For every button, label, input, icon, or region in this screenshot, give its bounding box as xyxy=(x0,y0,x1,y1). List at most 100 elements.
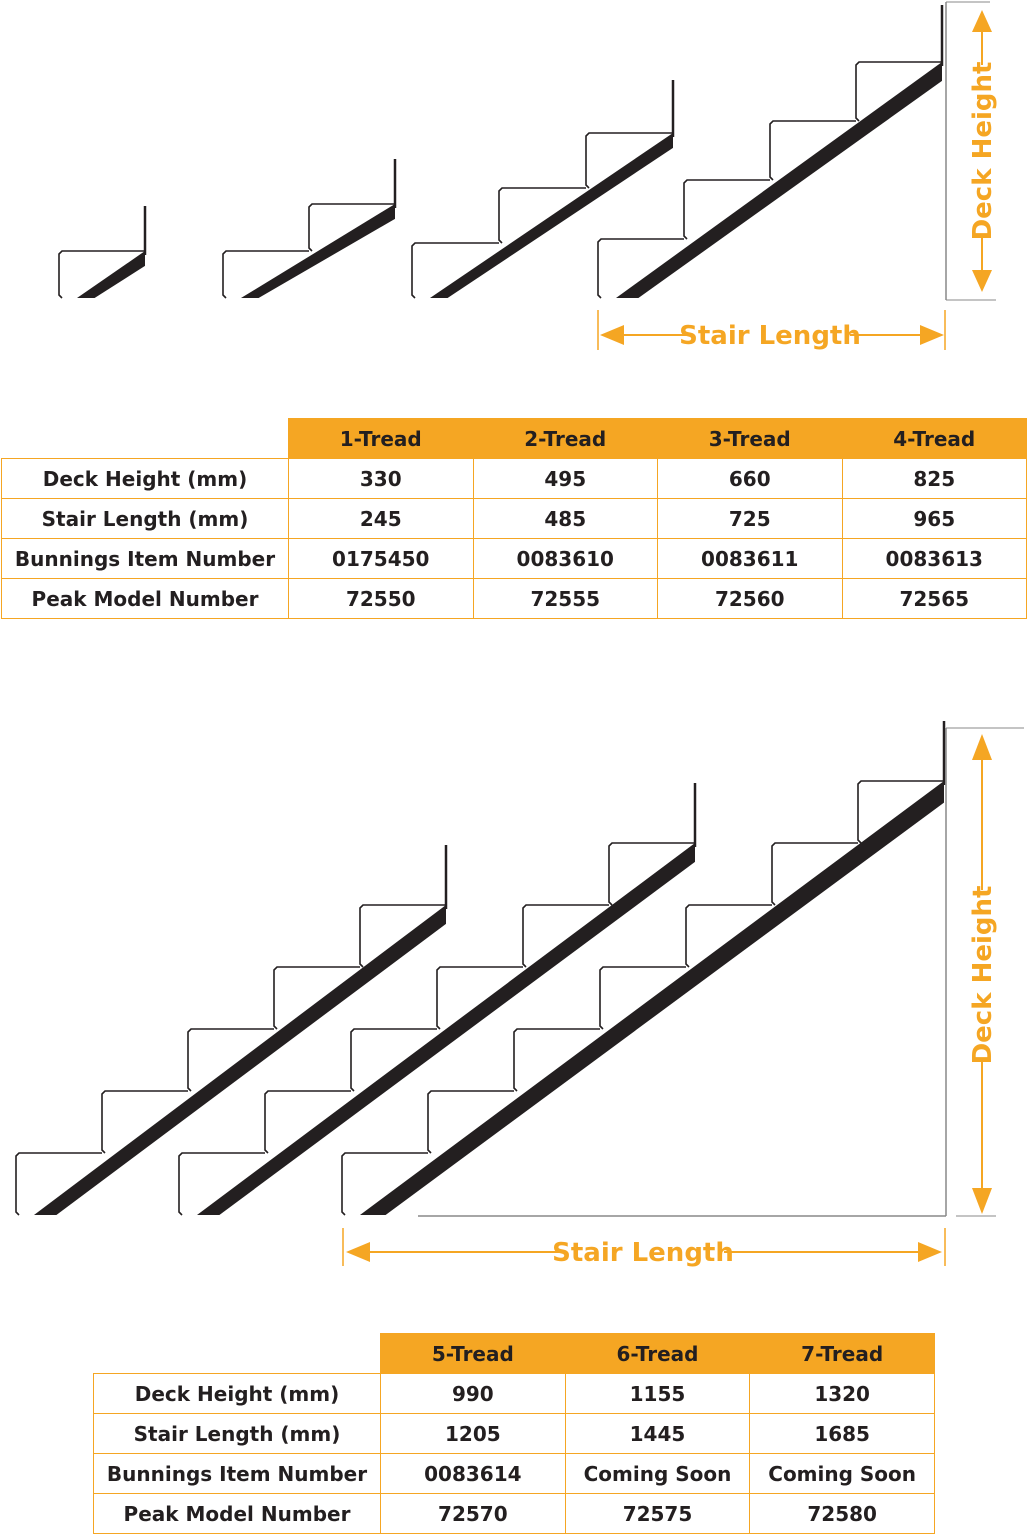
stair-length-label: Stair Length xyxy=(679,321,861,351)
row-label: Peak Model Number xyxy=(1,578,289,619)
column-header: 6-Tread xyxy=(564,1333,751,1374)
tread-outline xyxy=(264,1090,351,1154)
table-row: Deck Height (mm) 990 1155 1320 xyxy=(93,1373,935,1414)
column-header: 3-Tread xyxy=(657,418,843,459)
5-tread-stringer xyxy=(15,845,448,1216)
arrow-down-icon xyxy=(972,270,992,292)
table-cell: 72570 xyxy=(380,1493,566,1534)
arrow-right-icon xyxy=(918,1242,942,1262)
stair-diagram-1-to-4-tread: Deck Height Stair Length xyxy=(58,1,998,351)
table-cell: 990 xyxy=(380,1373,566,1414)
column-header: 2-Tread xyxy=(472,418,658,459)
tread-outline xyxy=(411,242,499,299)
tread-outline xyxy=(855,61,942,122)
table-corner xyxy=(93,1333,381,1374)
tread-outline xyxy=(222,250,309,299)
table-cell: 1320 xyxy=(749,1373,935,1414)
table-cell: Coming Soon xyxy=(749,1453,935,1494)
table-cell: 0083610 xyxy=(472,538,658,579)
tread-outline xyxy=(685,904,772,968)
column-header: 4-Tread xyxy=(841,418,1027,459)
table-row: Deck Height (mm) 330 495 660 825 xyxy=(1,458,1027,499)
table-cell: 72580 xyxy=(749,1493,935,1534)
table-cell: 1685 xyxy=(749,1413,935,1454)
table-cell: 725 xyxy=(657,498,843,539)
stair-length-label: Stair Length xyxy=(552,1238,734,1268)
tread-outline xyxy=(585,132,673,189)
tread-outline xyxy=(498,187,586,244)
tread-outline xyxy=(857,780,944,844)
table-cell: 330 xyxy=(288,458,474,499)
stringer-band xyxy=(360,781,944,1215)
stair-stringers-group xyxy=(15,721,946,1216)
column-header: 5-Tread xyxy=(380,1333,566,1374)
tread-outline xyxy=(350,1028,437,1092)
arrow-down-icon xyxy=(972,1188,992,1214)
tread-outline xyxy=(522,904,609,968)
table-cell: Coming Soon xyxy=(564,1453,751,1494)
tread-outline xyxy=(273,966,360,1030)
tread-outline xyxy=(178,1152,265,1216)
table-row: Bunnings Item Number 0083614 Coming Soon… xyxy=(93,1453,935,1494)
table-cell: 72555 xyxy=(472,578,658,619)
table-cell: 965 xyxy=(841,498,1027,539)
column-header: 1-Tread xyxy=(288,418,474,459)
row-label: Deck Height (mm) xyxy=(1,458,289,499)
table-cell: 1445 xyxy=(564,1413,751,1454)
table-row: Bunnings Item Number 0175450 0083610 008… xyxy=(1,538,1027,579)
column-header: 7-Tread xyxy=(749,1333,935,1374)
tread-outline xyxy=(101,1090,188,1154)
table-cell: 72550 xyxy=(288,578,474,619)
row-label: Peak Model Number xyxy=(93,1493,381,1534)
table-cell: 72560 xyxy=(657,578,843,619)
tread-outline xyxy=(436,966,523,1030)
table-cell: 72565 xyxy=(841,578,1027,619)
stair-length-dimension: Stair Length xyxy=(597,310,946,351)
tread-outline xyxy=(15,1152,102,1216)
deck-height-dimension: Deck Height xyxy=(418,727,1024,1217)
table-cell: 660 xyxy=(657,458,843,499)
row-label: Stair Length (mm) xyxy=(1,498,289,539)
stringer-band xyxy=(77,251,145,298)
deck-height-label: Deck Height xyxy=(968,886,998,1065)
table-cell: 0083613 xyxy=(841,538,1027,579)
stair-diagram-5-to-7-tread: Deck Height Stair Length xyxy=(15,721,1024,1268)
tread-outline xyxy=(599,966,686,1030)
stair-length-dimension: Stair Length xyxy=(342,1228,946,1268)
table-header-row: 5-Tread 6-Tread 7-Tread xyxy=(93,1333,935,1374)
row-label: Bunnings Item Number xyxy=(93,1453,381,1494)
table-row: Peak Model Number 72550 72555 72560 7256… xyxy=(1,578,1027,619)
arrow-up-icon xyxy=(972,10,992,32)
row-label: Bunnings Item Number xyxy=(1,538,289,579)
table-cell: 245 xyxy=(288,498,474,539)
table-cell: 495 xyxy=(472,458,658,499)
2-tread-stringer xyxy=(222,159,397,299)
table-cell: 825 xyxy=(841,458,1027,499)
stair-stringers-group xyxy=(58,5,944,299)
table-cell: 485 xyxy=(472,498,658,539)
spec-table-5-to-7-tread: 5-Tread 6-Tread 7-Tread Deck Height (mm)… xyxy=(93,1333,935,1534)
table-row: Peak Model Number 72570 72575 72580 xyxy=(93,1493,935,1534)
arrow-up-icon xyxy=(972,734,992,760)
table-cell: 1155 xyxy=(564,1373,751,1414)
tread-outline xyxy=(769,120,856,181)
deck-height-dimension: Deck Height xyxy=(945,1,998,301)
tread-outline xyxy=(771,842,858,906)
arrow-left-icon xyxy=(600,325,624,345)
arrow-left-icon xyxy=(346,1242,370,1262)
table-cell: 0175450 xyxy=(288,538,474,579)
stringer-band xyxy=(430,133,673,298)
table-cell: 0083614 xyxy=(380,1453,566,1494)
tread-outline xyxy=(683,179,770,240)
stringer-band xyxy=(34,905,446,1215)
table-corner xyxy=(1,418,289,459)
tread-outline xyxy=(608,842,695,906)
tread-outline xyxy=(341,1152,428,1216)
deck-height-label: Deck Height xyxy=(968,62,998,241)
arrow-right-icon xyxy=(920,325,944,345)
table-header-row: 1-Tread 2-Tread 3-Tread 4-Tread xyxy=(1,418,1027,459)
table-cell: 0083611 xyxy=(657,538,843,579)
tread-outline xyxy=(359,904,446,968)
stringer-band xyxy=(241,204,395,298)
4-tread-stringer xyxy=(597,5,944,299)
